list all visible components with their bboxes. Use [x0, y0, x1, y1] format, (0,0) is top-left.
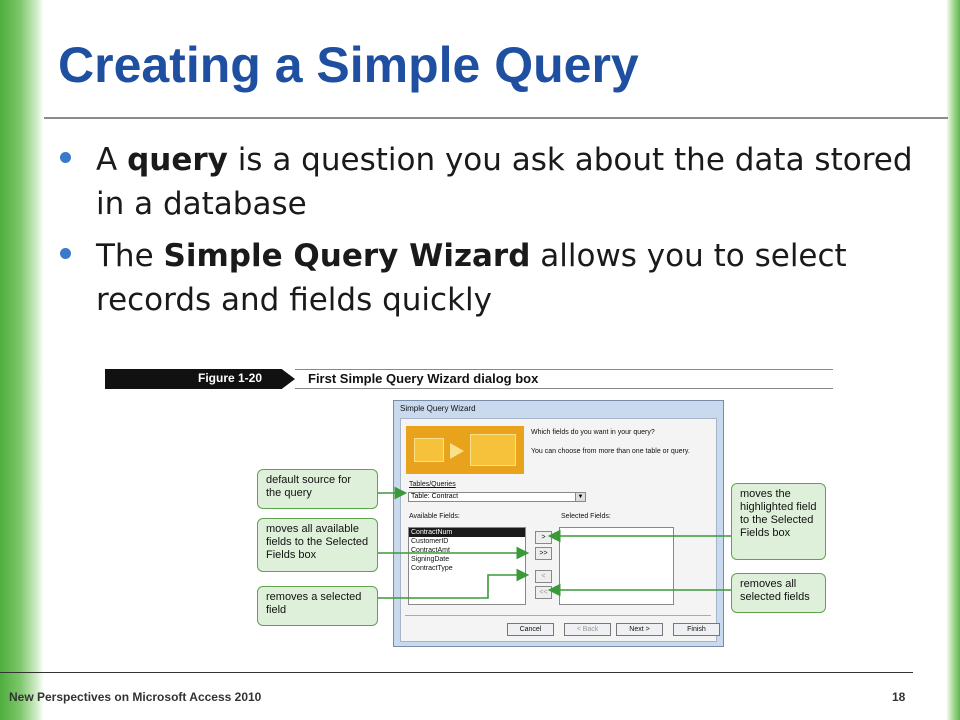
bullet-text-bold: query [127, 142, 228, 178]
left-decor-bar [0, 0, 44, 720]
tables-queries-label: Tables/Queries [409, 481, 456, 488]
next-button[interactable]: Next > [616, 623, 663, 636]
title-divider [44, 117, 948, 119]
callout-removes-all: removes all selected fields [731, 573, 826, 613]
move-one-button[interactable]: > [535, 531, 552, 544]
selected-fields-label: Selected Fields: [561, 513, 611, 520]
bullet-dot-icon [60, 152, 71, 163]
table-source-icon [414, 438, 444, 462]
dialog-question: Which fields do you want in your query? [531, 429, 655, 436]
wizard-illustration-icon [406, 426, 524, 474]
back-button[interactable]: < Back [564, 623, 611, 636]
dialog-body: Which fields do you want in your query? … [400, 418, 720, 642]
bullet-text-pre: The [96, 238, 164, 274]
cancel-button[interactable]: Cancel [507, 623, 554, 636]
remove-all-button[interactable]: << [535, 586, 552, 599]
bullet-item: The Simple Query Wizard allows you to se… [60, 234, 920, 322]
simple-query-wizard-dialog: Simple Query Wizard Which fields do you … [393, 400, 724, 647]
bullet-text-post: allows you to select records and fields … [96, 238, 847, 318]
callout-default-source: default source for the query [257, 469, 378, 509]
slide-number: 18 [892, 690, 906, 704]
bullet-list: A query is a question you ask about the … [60, 138, 920, 330]
dialog-hint: You can choose from more than one table … [531, 448, 690, 455]
dialog-footer-divider [405, 615, 711, 616]
callout-moves-all: moves all available fields to the Select… [257, 518, 378, 572]
callout-removes-one: removes a selected field [257, 586, 378, 626]
caption-rule-bottom [295, 388, 833, 389]
available-fields-list[interactable]: ContractNum CustomerID ContractAmt Signi… [408, 527, 526, 605]
list-item[interactable]: ContractType [411, 565, 453, 572]
figure-caption-band: Figure 1-20 First Simple Query Wizard di… [105, 369, 833, 389]
move-all-button[interactable]: >> [535, 547, 552, 560]
table-result-icon [470, 434, 516, 466]
bullet-dot-icon [60, 248, 71, 259]
dialog-title: Simple Query Wizard [400, 404, 476, 413]
right-decor-bar [946, 0, 960, 720]
list-item[interactable]: SigningDate [411, 556, 450, 563]
remove-one-button[interactable]: < [535, 570, 552, 583]
bullet-text-bold: Simple Query Wizard [163, 238, 531, 274]
finish-button[interactable]: Finish [673, 623, 720, 636]
chevron-down-icon[interactable]: ▼ [575, 493, 585, 501]
tables-queries-value: Table: Contract [411, 493, 459, 500]
slide-title: Creating a Simple Query [58, 37, 639, 93]
bullet-item: A query is a question you ask about the … [60, 138, 920, 226]
arrow-right-icon [450, 443, 464, 459]
caption-rule-top [295, 369, 833, 370]
figure-number: Figure 1-20 [198, 371, 263, 385]
callout-moves-highlighted: moves the highlighted field to the Selec… [731, 483, 826, 560]
list-item[interactable]: ContractNum [409, 528, 525, 537]
available-fields-label: Available Fields: [409, 513, 460, 520]
list-item[interactable]: CustomerID [411, 538, 449, 545]
selected-fields-list[interactable] [559, 527, 674, 605]
bullet-text-pre: A [96, 142, 128, 178]
footer-course-title: New Perspectives on Microsoft Access 201… [9, 690, 262, 704]
tables-queries-select[interactable]: Table: Contract ▼ [408, 492, 586, 502]
bullet-text-post: is a question you ask about the data sto… [96, 142, 913, 222]
figure-tab [105, 369, 295, 389]
figure-title: First Simple Query Wizard dialog box [308, 371, 539, 386]
footer-divider [0, 672, 913, 673]
list-item[interactable]: ContractAmt [411, 547, 450, 554]
